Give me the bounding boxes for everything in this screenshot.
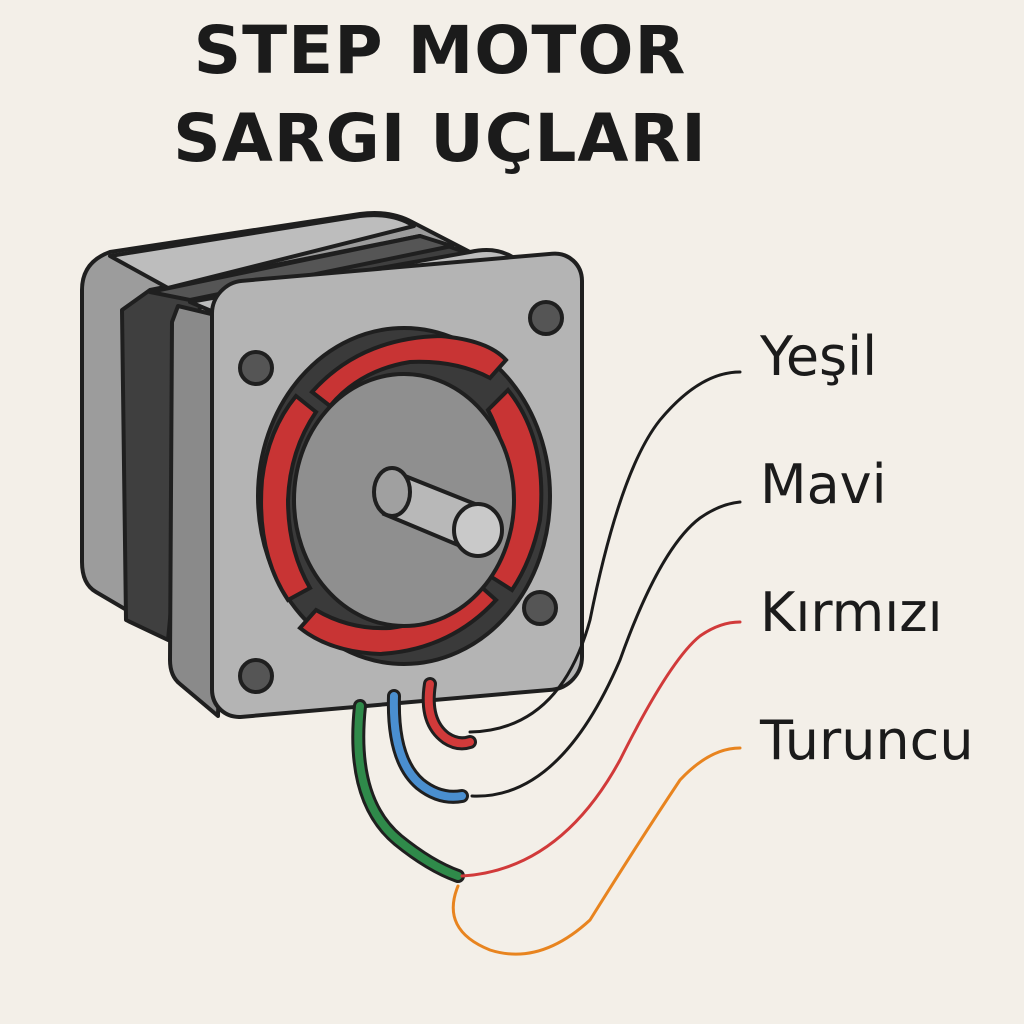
diagram-title-line-2: SARGI UÇLARI <box>173 100 707 177</box>
wire-label-kirmizi: Kırmızı <box>760 581 943 644</box>
mounting-hole-bottom-right <box>522 590 558 626</box>
wire-label-turuncu: Turuncu <box>760 709 974 772</box>
wire-mavi-lead <box>389 692 466 801</box>
wire-yesil-line <box>468 370 742 734</box>
coil-top <box>309 333 509 409</box>
wire-turuncu-line <box>451 746 742 956</box>
wire-mavi-line <box>470 500 742 798</box>
wire-kirmizi-lead <box>424 680 474 748</box>
wire-label-yesil: Yeşil <box>760 325 878 388</box>
mounting-hole-bottom-left <box>238 658 274 694</box>
wire-label-mavi: Mavi <box>760 453 887 516</box>
mounting-holes <box>238 300 564 694</box>
mounting-hole-top-left <box>238 350 274 386</box>
mounting-hole-top-right <box>528 300 564 336</box>
motor-shaft <box>372 466 504 558</box>
wire-kirmizi-line <box>460 620 742 878</box>
wire-group <box>351 370 742 956</box>
wire-yesil-lead <box>354 702 462 880</box>
coil-left <box>259 393 319 603</box>
diagram-title-line-1: STEP MOTOR <box>193 12 687 89</box>
